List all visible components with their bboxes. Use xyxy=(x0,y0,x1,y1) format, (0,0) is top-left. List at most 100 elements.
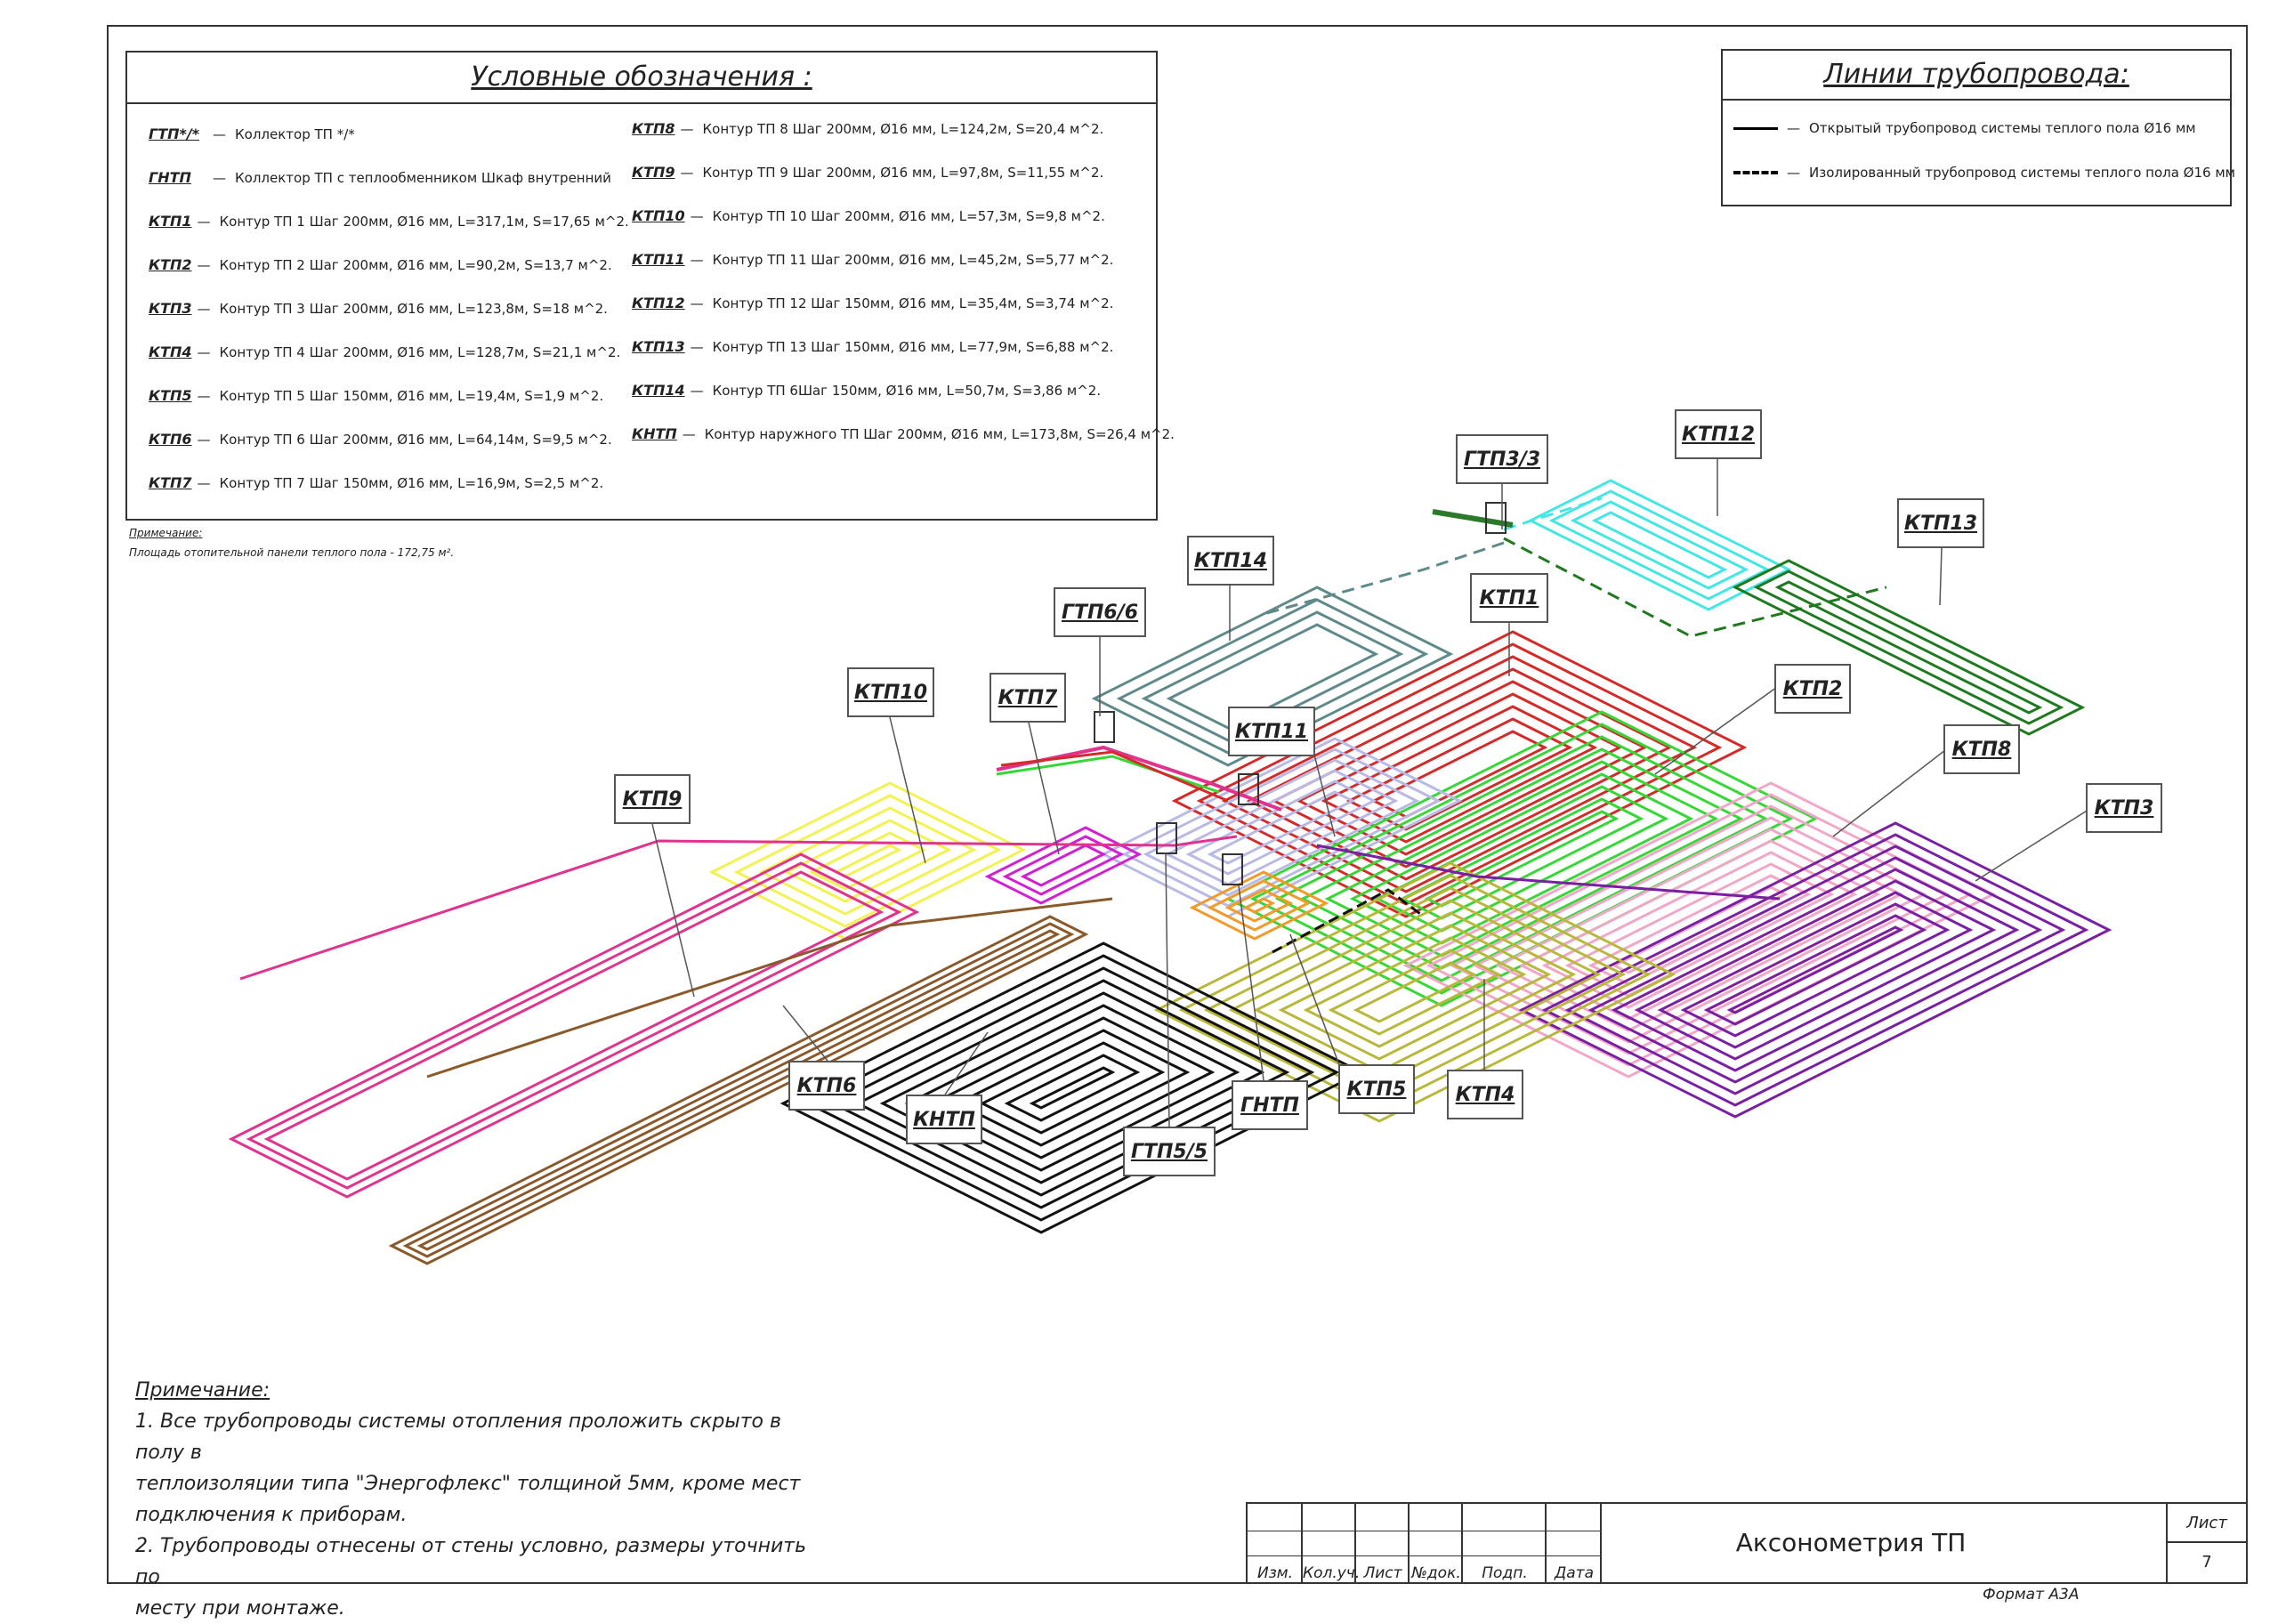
legend-dash: — xyxy=(197,344,211,360)
coil-ktp2-loop xyxy=(1249,723,1794,995)
label-ktp12: КТП12 xyxy=(1675,409,1762,459)
coil-kntp-loop xyxy=(804,954,1340,1222)
sheet-label: Лист xyxy=(2166,1504,2246,1543)
coil-ktp5-loop xyxy=(1242,897,1276,914)
label-ktp4: КТП4 xyxy=(1447,1070,1523,1119)
legend-panel: Условные обозначения : ГТП*/*—Коллектор … xyxy=(125,51,1175,521)
legend-code: КНТП xyxy=(632,425,677,442)
insulated-pipe-ktp13 xyxy=(1503,537,1887,638)
coil-ktp11-loop xyxy=(1207,790,1356,865)
coil-ktp3-loop xyxy=(1657,891,1974,1049)
manifold-gntp xyxy=(1222,853,1243,885)
coil-ktp5-loop xyxy=(1189,870,1329,941)
coil-ktp7-loop xyxy=(1020,844,1107,887)
legend-text: Контур ТП 5 Шаг 150мм, Ø16 мм, L=19,4м, … xyxy=(219,388,604,404)
coil-ktp13-loop xyxy=(1753,570,2064,725)
insulated-pipe-ktp12 xyxy=(1503,497,1603,531)
legend-dash: — xyxy=(690,208,704,224)
coil-kntp-loop xyxy=(1004,1054,1141,1122)
leader-gtp55 xyxy=(1165,852,1170,1127)
legend-dash: — xyxy=(213,170,226,186)
pipe-lines-panel: Линии трубопровода: — Открытый трубопров… xyxy=(1721,49,2235,206)
coil-ktp13-loop xyxy=(1774,580,2043,715)
coil-ktp2-loop xyxy=(1224,710,1819,1007)
legend-code: КТП2 xyxy=(149,256,192,273)
main-run-green xyxy=(996,755,1220,794)
coil-ktp3-loop xyxy=(1587,856,2043,1084)
solid-line-sample xyxy=(1733,126,1778,130)
legend-item: КТП8—Контур ТП 8 Шаг 200мм, Ø16 мм, L=12… xyxy=(632,120,1103,137)
legend-dash: — xyxy=(197,475,211,491)
sheet-number: 7 xyxy=(2166,1543,2246,1582)
coil-ktp3-loop xyxy=(1564,844,2066,1095)
manifold-ktp11 xyxy=(1238,773,1259,805)
legend-item: ГНТП—Коллектор ТП с теплообменником Шкаф… xyxy=(149,169,611,186)
leader-gntp xyxy=(1238,885,1264,1081)
coil-ktp6 xyxy=(388,915,1089,1265)
small-note-text: Площадь отопительной панели теплого пола… xyxy=(129,546,455,559)
insulated-pipe-ktp14 xyxy=(1263,541,1505,616)
legend-item: КТП11—Контур ТП 11 Шаг 200мм, Ø16 мм, L=… xyxy=(632,251,1113,268)
legend-item: КТП14—Контур ТП 6Шаг 150мм, Ø16 мм, L=50… xyxy=(632,382,1101,399)
legend-dash: — xyxy=(690,295,704,311)
coil-kntp-loop xyxy=(904,1004,1240,1172)
notes-line-1: 1. Все трубопроводы системы отопления пр… xyxy=(135,1410,781,1464)
label-ktp3: КТП3 xyxy=(2086,783,2162,833)
stamp-col-data: Дата xyxy=(1554,1564,1595,1582)
manifold-gtp33 xyxy=(1485,502,1507,534)
stamp-col-doc: №док. xyxy=(1411,1564,1461,1582)
coil-ktp6-loop xyxy=(416,929,1061,1251)
dashed-line-sample xyxy=(1733,171,1778,174)
legend-item: КТП13—Контур ТП 13 Шаг 150мм, Ø16 мм, L=… xyxy=(632,338,1113,355)
insulated-pipe-ktp4 xyxy=(1272,888,1425,954)
legend-dash: — xyxy=(213,126,226,142)
leader-ktp9 xyxy=(651,823,695,998)
notes-line-5: месту при монтаже. xyxy=(135,1597,345,1620)
coil-ktp12-loop xyxy=(1548,489,1771,601)
coil-ktp3-loop xyxy=(1541,833,2089,1107)
coil-ktp4-loop xyxy=(1278,924,1552,1061)
coil-kntp-loop xyxy=(954,1029,1191,1147)
leader-ktp6 xyxy=(782,1005,828,1062)
coil-kntp-loop xyxy=(979,1041,1166,1135)
coil-ktp7 xyxy=(984,826,1143,905)
coil-ktp13 xyxy=(1732,559,2086,736)
legend-code: КТП4 xyxy=(149,343,192,360)
legend-code: КТП8 xyxy=(632,120,675,137)
small-note-head: Примечание: xyxy=(129,527,203,539)
label-ktp10: КТП10 xyxy=(847,667,934,717)
coil-ktp5-loop xyxy=(1224,888,1294,923)
legend-dash: — xyxy=(690,339,704,355)
label-ktp8: КТП8 xyxy=(1943,724,2020,774)
coil-ktp11-loop xyxy=(1185,780,1377,876)
coil-ktp2-loop xyxy=(1274,735,1769,982)
coil-ktp9-loop xyxy=(246,861,902,1190)
legend-dash: — xyxy=(197,432,211,448)
legend-item: КТП3—Контур ТП 3 Шаг 200мм, Ø16 мм, L=12… xyxy=(149,300,608,317)
legend-dash: — xyxy=(680,121,694,137)
notes-line-4: 2. Трубопроводы отнесены от стены условн… xyxy=(135,1535,807,1588)
notes-line-3: подключения к приборам. xyxy=(135,1504,408,1526)
coil-ktp1-loop xyxy=(1221,655,1698,893)
legend-dash: — xyxy=(690,383,704,399)
manifold-gtp66 xyxy=(1094,711,1115,743)
legend-title: Условные обозначения : xyxy=(127,53,1156,104)
coil-ktp1-loop xyxy=(1246,667,1673,881)
coil-ktp1-loop xyxy=(1296,692,1623,856)
legend-text: Контур ТП 6 Шаг 200мм, Ø16 мм, L=64,14м,… xyxy=(219,432,612,448)
legend-item: КТП4—Контур ТП 4 Шаг 200мм, Ø16 мм, L=12… xyxy=(149,343,620,360)
legend-dash: — xyxy=(197,214,211,230)
insulated-pipe-label: Изолированный трубопровод системы теплог… xyxy=(1809,165,2235,181)
coil-ktp6-loop xyxy=(388,915,1089,1265)
legend-code: ГНТП xyxy=(149,169,191,186)
coil-ktp8-loop xyxy=(1495,828,1904,1032)
coil-ktp3-loop xyxy=(1634,879,1997,1061)
main-run-red xyxy=(1000,750,1229,803)
legend-text: Контур ТП 13 Шаг 150мм, Ø16 мм, L=77,9м,… xyxy=(712,339,1114,355)
legend-item: КТП1—Контур ТП 1 Шаг 200мм, Ø16 мм, L=31… xyxy=(149,213,629,230)
coil-kntp-loop xyxy=(854,979,1290,1197)
coil-ktp3 xyxy=(1518,821,2112,1119)
legend-code: КТП10 xyxy=(632,207,685,224)
coil-ktp11-loop xyxy=(1121,747,1442,908)
